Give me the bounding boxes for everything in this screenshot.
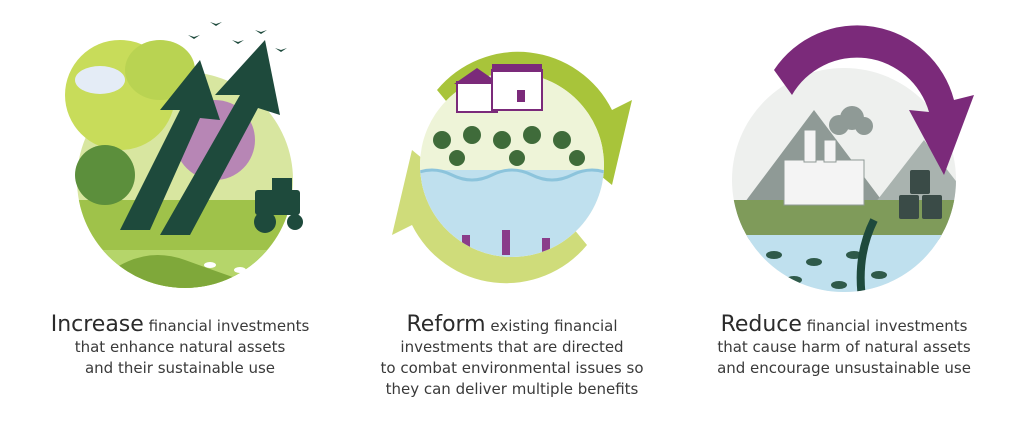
panel-reduce: Reduce financial investments that cause … [674, 0, 1014, 429]
fish-icon [204, 262, 246, 273]
panel-reform: Reform existing financial investments th… [342, 0, 682, 429]
birds-icon [188, 22, 287, 52]
mangrove-plants [433, 126, 585, 166]
increase-caption: Increase financial investments that enha… [50, 312, 310, 378]
increase-illustration [65, 22, 303, 288]
pollution-pipe [856, 218, 878, 292]
factory-icon [783, 129, 865, 206]
increase-keyword: Increase [50, 312, 144, 337]
reduce-caption: Reduce financial investments that cause … [717, 312, 971, 378]
growth-arrow-2 [160, 40, 280, 235]
reduce-illustration [732, 25, 974, 292]
smoke-icon [829, 106, 873, 135]
panel-increase: Increase financial investments that enha… [10, 0, 350, 429]
oil-barrels-icon [899, 170, 942, 219]
houses-icon [454, 64, 543, 113]
cloud-icon [75, 66, 125, 94]
reform-caption: Reform existing financial investments th… [380, 312, 644, 399]
river [732, 235, 956, 292]
reform-keyword: Reform [406, 312, 486, 337]
growth-arrow-1 [120, 60, 220, 230]
reduce-arrow [774, 25, 974, 176]
fish-icon [766, 251, 887, 289]
tractor-icon [254, 178, 303, 233]
reduce-keyword: Reduce [720, 312, 802, 337]
reform-illustration [392, 51, 632, 284]
